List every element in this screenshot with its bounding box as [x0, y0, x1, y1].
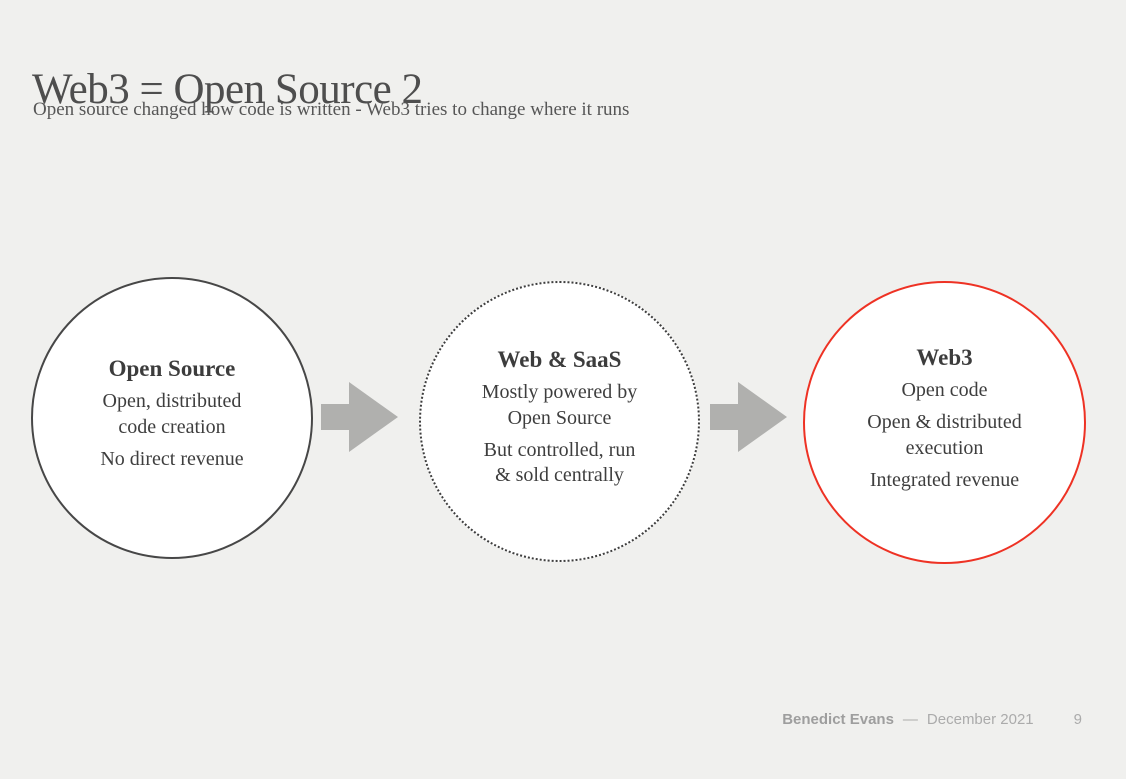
arrow-right-icon [710, 382, 787, 452]
node-content: Open Source Open, distributed code creat… [100, 356, 243, 479]
node-paragraph: Integrated revenue [867, 468, 1021, 493]
node-content: Web3 Open code Open & distributed execut… [867, 345, 1021, 501]
node-text-line: No direct revenue [100, 448, 244, 471]
node-text-line: Integrated revenue [869, 468, 1020, 491]
node-paragraph: No direct revenue [100, 447, 243, 472]
node-text-line: Open, distributed [102, 390, 242, 413]
node-content: Web & SaaS Mostly powered by Open Source… [482, 347, 638, 496]
node-title: Web3 [916, 344, 973, 370]
node-title: Web & SaaS [497, 347, 622, 373]
node-paragraph: Open code [867, 378, 1021, 403]
page-title: Web3 = Open Source 2 [32, 65, 423, 113]
node-text-line: code creation [118, 415, 226, 438]
footer: Benedict Evans — December 2021 9 [782, 711, 1082, 728]
node-paragraph: Open & distributed execution [867, 410, 1021, 461]
node-paragraph: Open, distributed code creation [100, 389, 243, 440]
node-text-line: Open & distributed [867, 411, 1022, 434]
page-subtitle: Open source changed how code is written … [33, 99, 630, 120]
footer-date: December 2021 [926, 711, 1034, 728]
node-text-line: Mostly powered by [481, 381, 638, 404]
node-title: Open Source [108, 356, 236, 382]
node-text-line: Open Source [507, 406, 612, 429]
arrow-right-shape [321, 382, 398, 452]
node-text-line: But controlled, run [483, 439, 636, 461]
node-text-line: execution [905, 436, 984, 459]
node-open-source: Open Source Open, distributed code creat… [31, 277, 313, 559]
node-web-saas: Web & SaaS Mostly powered by Open Source… [419, 281, 700, 562]
node-text-line: & sold centrally [495, 464, 624, 487]
node-paragraph: Mostly powered by Open Source [482, 380, 638, 431]
footer-separator: — [902, 711, 918, 728]
arrow-right-shape [710, 382, 787, 452]
node-paragraph: But controlled, run & sold centrally [482, 438, 638, 489]
node-web3: Web3 Open code Open & distributed execut… [803, 281, 1086, 564]
node-text-line: Open code [901, 378, 988, 401]
footer-author: Benedict Evans [782, 711, 894, 728]
footer-page-number: 9 [1073, 711, 1082, 728]
arrow-right-icon [321, 382, 398, 452]
